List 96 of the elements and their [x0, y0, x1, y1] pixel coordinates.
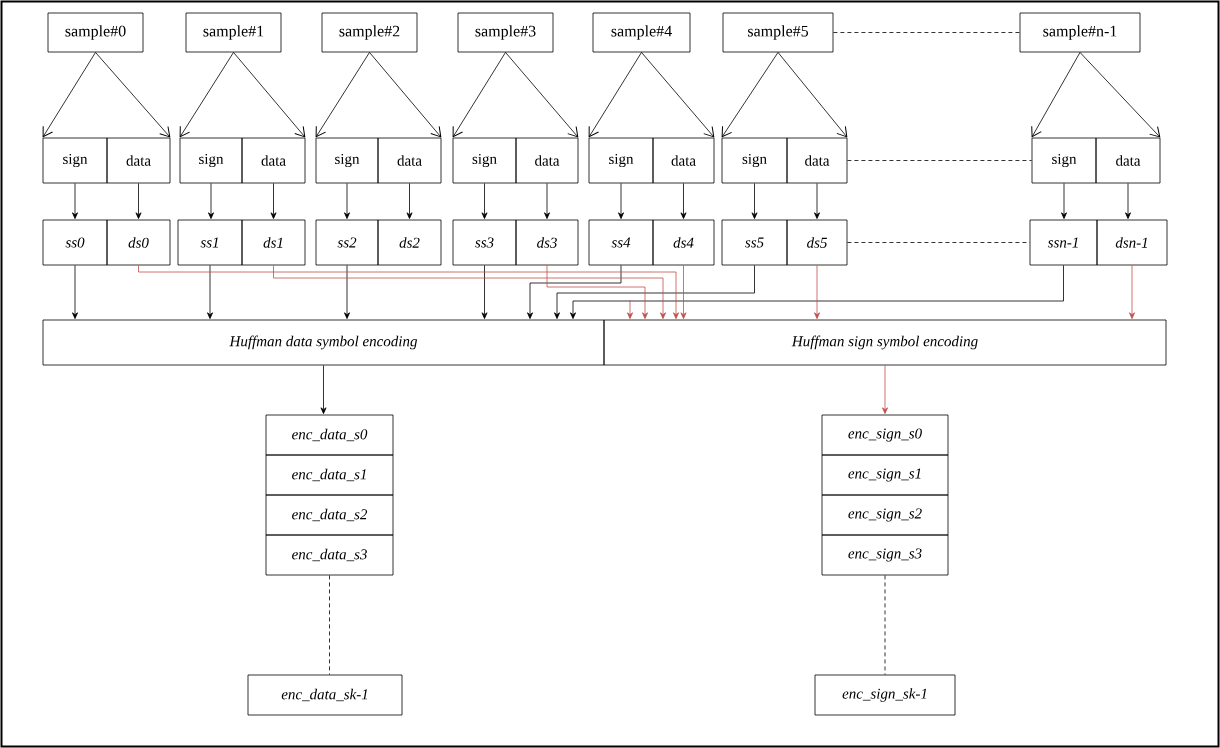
arrow [452, 52, 506, 138]
arrow [588, 52, 642, 138]
encoded-symbol-box: enc_data_s0 [265, 414, 394, 456]
arrow [233, 52, 306, 138]
arrow [505, 52, 579, 138]
sample-box: sample#3 [457, 12, 554, 53]
sign-box: sign [42, 137, 108, 184]
arrow [570, 265, 1064, 319]
encoded-symbol-box: enc_data_sk-1 [247, 674, 403, 716]
arrow [369, 52, 442, 138]
sign-box: sign [452, 137, 517, 184]
data-symbol-box: ds4 [652, 219, 715, 266]
sample-box: sample#0 [47, 12, 144, 53]
dashed-line [329, 575, 330, 675]
arrow [270, 183, 277, 219]
sign-symbol-box: ss1 [177, 219, 243, 266]
encoded-symbol-box: enc_sign_s0 [821, 414, 949, 456]
arrow [72, 183, 78, 219]
encoder-box: Huffman sign symbol encoding [603, 319, 1167, 366]
sign-symbol-box: ss3 [452, 219, 517, 266]
encoded-symbol-box: enc_sign_s3 [821, 534, 949, 576]
arrow [273, 265, 666, 319]
arrow [1079, 52, 1161, 138]
data-box: data [515, 137, 579, 184]
arrow [680, 265, 687, 319]
sample-box: sample#4 [592, 12, 691, 53]
arrow [95, 52, 171, 138]
encoded-symbol-box: enc_data_s3 [265, 534, 394, 576]
arrow [138, 265, 679, 319]
data-box: data [1095, 137, 1161, 184]
arrow [627, 299, 633, 319]
sign-box: sign [721, 137, 788, 184]
arrow [481, 265, 488, 319]
arrow [1031, 52, 1081, 138]
encoded-symbol-box: enc_sign_sk-1 [814, 674, 956, 716]
encoded-symbol-box: enc_data_s1 [265, 454, 394, 496]
data-box: data [377, 137, 442, 184]
dashed-line [847, 242, 1030, 243]
sample-box: sample#5 [722, 12, 834, 53]
data-symbol-box: ds2 [377, 219, 442, 266]
data-box: data [106, 137, 171, 184]
data-symbol-box: ds3 [515, 219, 579, 266]
sign-symbol-box: ss0 [42, 219, 108, 266]
arrow [406, 183, 413, 219]
arrow [544, 183, 550, 219]
dashed-line [884, 575, 886, 675]
data-box: data [652, 137, 715, 184]
arrow [135, 183, 142, 219]
sign-symbol-box: ss2 [315, 219, 379, 266]
encoded-symbol-box: enc_data_s2 [265, 494, 394, 536]
dashed-line [847, 160, 1032, 161]
sign-box: sign [1031, 137, 1097, 184]
arrow [1125, 183, 1131, 219]
arrow [72, 265, 78, 319]
sign-symbol-box: ssn-1 [1029, 219, 1098, 266]
data-box: data [786, 137, 848, 184]
encoder-box: Huffman data symbol encoding [42, 319, 605, 366]
arrow [207, 265, 213, 319]
arrow [527, 265, 622, 319]
dashed-line [833, 32, 1020, 33]
data-symbol-box: ds5 [786, 219, 848, 266]
data-symbol-box: ds0 [106, 219, 171, 266]
arrow [554, 265, 755, 319]
arrow [814, 265, 820, 319]
arrow [680, 183, 687, 219]
encoded-symbol-box: enc_sign_s2 [821, 494, 949, 536]
encoded-symbol-box: enc_sign_s1 [821, 454, 949, 496]
arrow [1129, 265, 1135, 319]
arrow [751, 183, 758, 219]
arrow [618, 183, 624, 219]
arrow [42, 52, 96, 138]
sign-symbol-box: ss4 [588, 219, 654, 266]
arrow [208, 183, 214, 219]
data-box: data [241, 137, 306, 184]
arrow [315, 52, 370, 138]
arrow [546, 265, 648, 319]
sign-box: sign [315, 137, 379, 184]
sign-box: sign [588, 137, 654, 184]
sign-symbol-box: ss5 [721, 219, 788, 266]
arrow [721, 52, 779, 138]
sample-box: sample#n-1 [1019, 12, 1141, 53]
arrow [179, 52, 234, 138]
arrow [320, 365, 327, 414]
arrow [481, 183, 488, 219]
sample-box: sample#2 [321, 12, 418, 53]
arrow [641, 52, 715, 138]
data-symbol-box: ds1 [241, 219, 306, 266]
sign-box: sign [179, 137, 243, 184]
arrow [1061, 183, 1067, 219]
arrow [814, 183, 820, 219]
arrow [777, 52, 848, 138]
arrow [344, 265, 350, 319]
sample-box: sample#1 [185, 12, 282, 53]
arrow [344, 183, 350, 219]
arrow [882, 365, 888, 414]
data-symbol-box: dsn-1 [1096, 219, 1168, 266]
